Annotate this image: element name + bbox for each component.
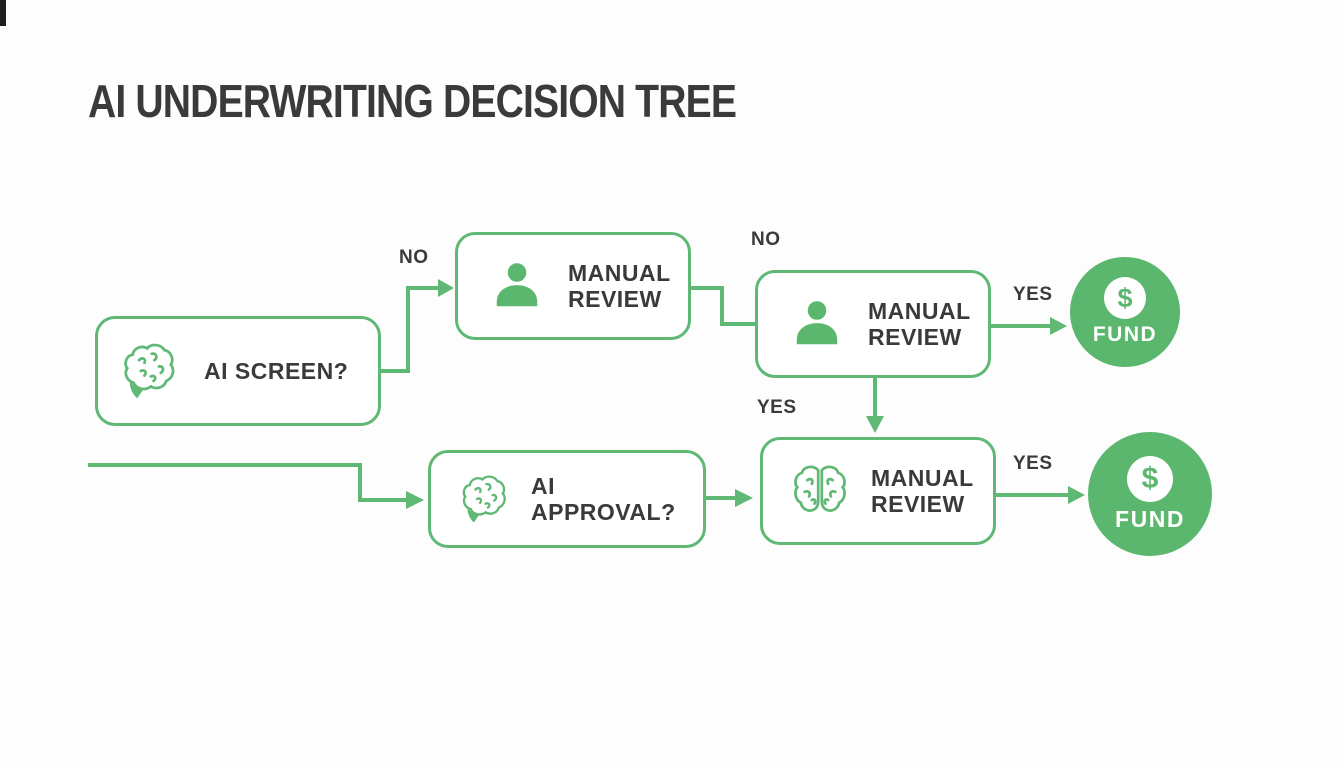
arrowhead-yes-to-fund-1 [1050,317,1067,335]
node-fund-1: $ FUND [1070,257,1180,367]
page-title: AI UNDERWRITING DECISION TREE [88,75,737,127]
person-icon [790,297,844,351]
arrowhead-no-to-manual-review-1 [438,279,454,297]
edge-no-to-manual-review-2 [689,286,757,326]
brain-front-icon [791,462,849,520]
edge-label-no-1: NO [399,247,429,268]
node-label-ai-approval: AI APPROVAL? [531,472,676,525]
node-manual-review-3: MANUAL REVIEW [760,437,996,545]
node-label-manual-review-1: MANUAL REVIEW [568,259,671,312]
scan-artifact [0,0,6,26]
node-label-manual-review-3: MANUAL REVIEW [871,464,974,517]
node-fund-2: $ FUND [1088,432,1212,556]
arrowhead-yes-to-fund-2 [1068,486,1085,504]
node-label-ai-screen: AI SCREEN? [204,357,349,384]
arrowhead-ai-approval-to-manual-review-3 [735,489,753,507]
edge-no-to-manual-review-1 [378,286,438,373]
edge-label-yes-down: YES [757,397,797,418]
dollar-icon: $ [1104,277,1146,319]
edge-label-yes-fund-2: YES [1013,453,1053,474]
brain-side-icon [120,342,178,400]
arrowhead-yes-to-manual-review-3 [866,416,884,433]
node-ai-screen: AI SCREEN? [95,316,381,426]
edge-entry-to-ai-approval [88,463,408,502]
node-label-fund-1: FUND [1092,323,1158,346]
brain-side-icon [459,474,509,524]
edge-label-no-2: NO [751,229,781,250]
node-manual-review-1: MANUAL REVIEW [455,232,691,340]
dollar-icon: $ [1127,455,1173,502]
arrowhead-entry-to-ai-approval [406,491,424,509]
node-manual-review-2: MANUAL REVIEW [755,270,991,378]
node-ai-approval: AI APPROVAL? [428,450,706,548]
edge-label-yes-fund-1: YES [1013,284,1053,305]
node-label-manual-review-2: MANUAL REVIEW [868,297,971,350]
node-label-fund-2: FUND [1115,505,1185,532]
person-icon [490,259,544,313]
